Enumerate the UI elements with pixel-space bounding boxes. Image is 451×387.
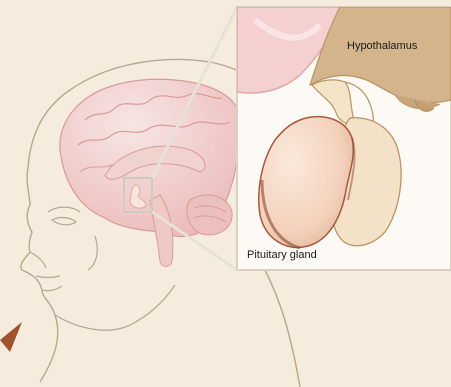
pituitary-gland-label: Pituitary gland [247, 249, 317, 261]
hypothalamus-label: Hypothalamus [347, 40, 417, 52]
inset-panel [237, 7, 451, 270]
